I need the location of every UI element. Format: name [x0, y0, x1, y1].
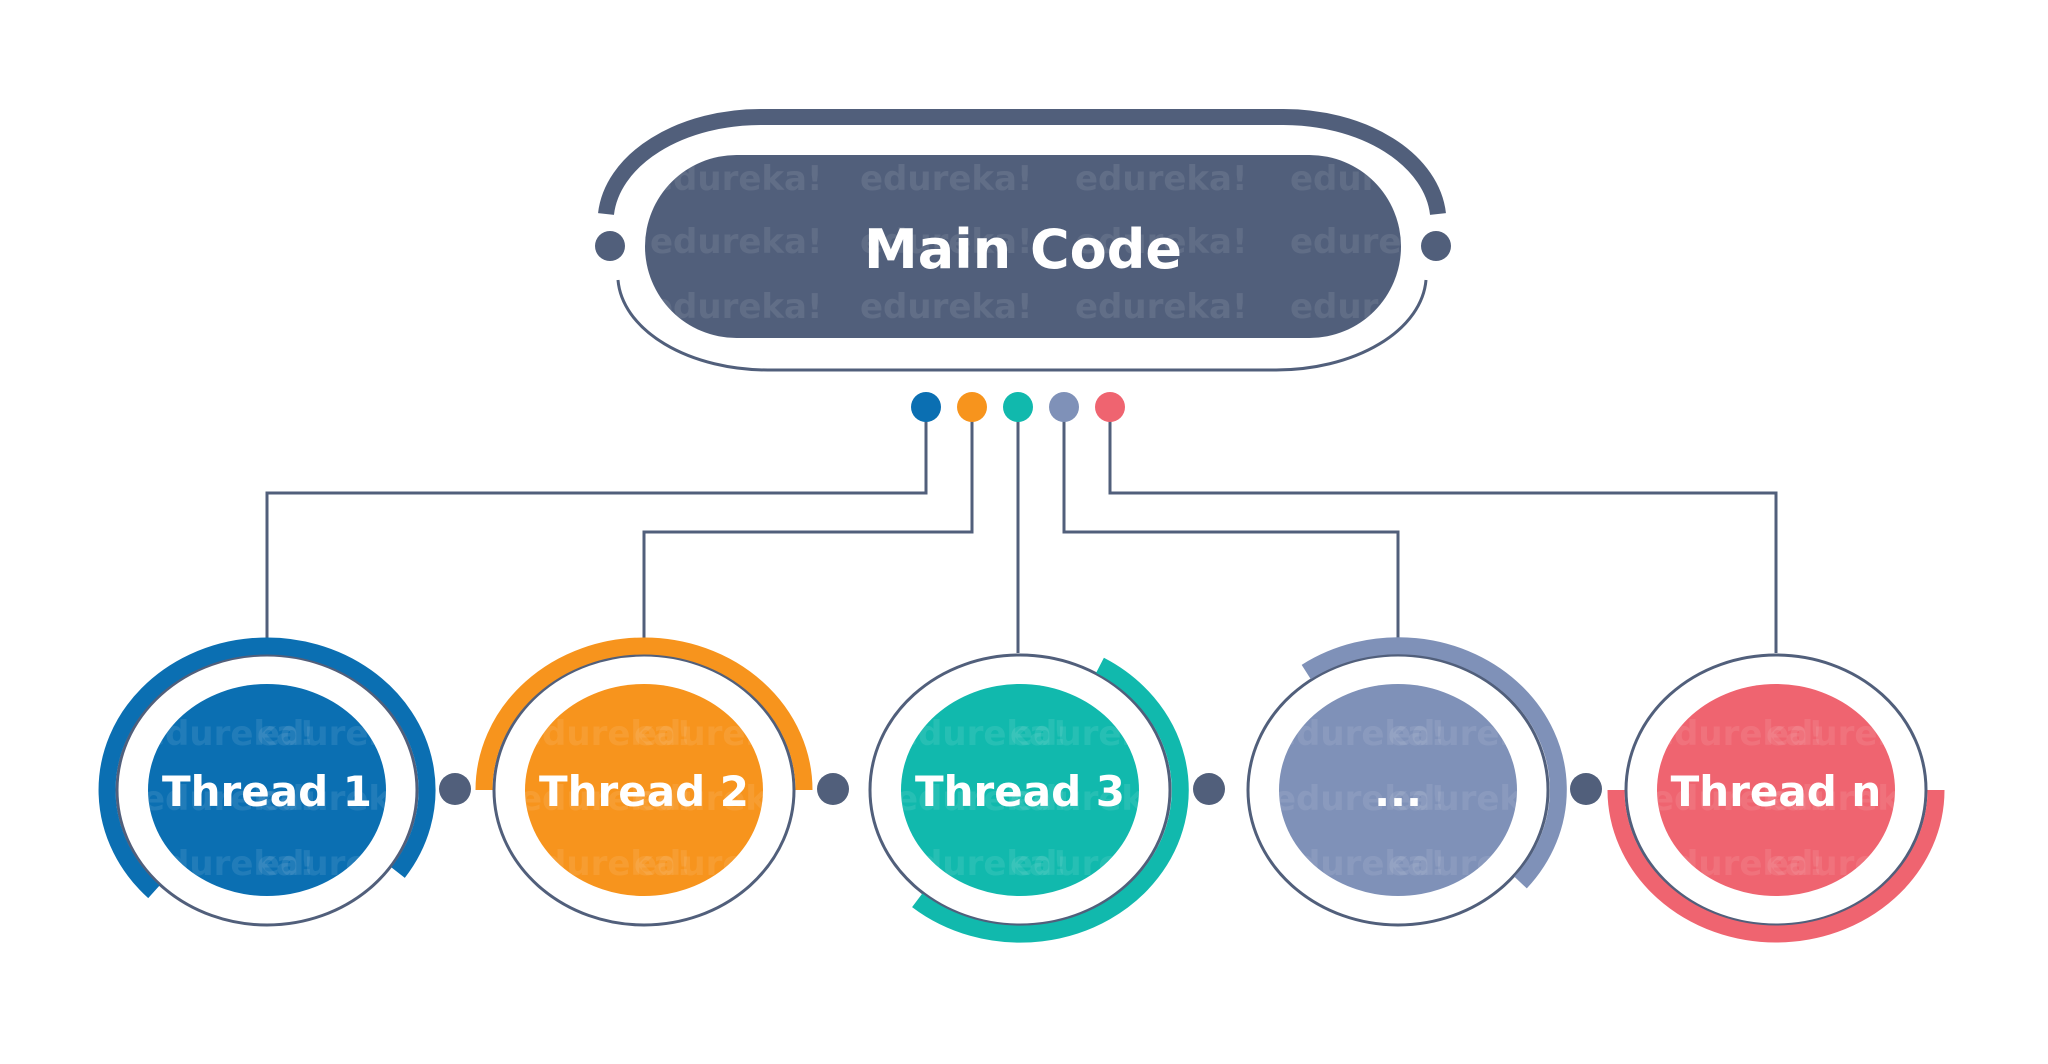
- thread-outer-ring: [868, 653, 1172, 927]
- thread-accent-arc: [475, 637, 813, 791]
- watermark-text: edureka!: [650, 222, 823, 262]
- main-pill: [645, 155, 1401, 338]
- thread-outer-ring: [492, 653, 796, 927]
- main-code-node: edureka! edureka! edureka! edureka! edureka!…: [595, 108, 1463, 372]
- thread-node: edureka!edureka!edureka!edureka!edureka!…: [1607, 653, 1945, 943]
- watermark-text: edureka!: [1388, 779, 1561, 819]
- watermark-text: edureka!: [1075, 222, 1248, 262]
- between-dot: [1570, 773, 1602, 805]
- watermark-text: edureka!: [142, 779, 315, 819]
- thread-label: Thread 2: [539, 767, 749, 816]
- thread-label: ...: [1374, 767, 1422, 816]
- between-dots: [439, 773, 1602, 805]
- main-code-label: Main Code: [864, 218, 1182, 281]
- watermark-text: edureka!: [1651, 779, 1824, 819]
- connector-dot: [1095, 392, 1125, 422]
- thread-disc: [1657, 684, 1895, 896]
- watermark-text: edureka!: [1273, 779, 1446, 819]
- watermark-text: edureka!: [1075, 287, 1248, 327]
- thread-accent-arc: [1301, 637, 1567, 889]
- thread-disc: [901, 684, 1139, 896]
- main-left-dot: [595, 231, 625, 261]
- thread-label: Thread 3: [915, 767, 1125, 816]
- thread-label: Thread n: [1671, 767, 1882, 816]
- watermark-text: edureka!: [1010, 779, 1183, 819]
- thread-node: edureka!edureka!edureka!edureka!edureka!…: [475, 637, 813, 927]
- connector-dot: [1003, 392, 1033, 422]
- thread-outer-ring: [1246, 653, 1550, 927]
- watermark-text: edureka!: [634, 844, 807, 884]
- main-watermark: edureka! edureka! edureka! edureka! edureka!…: [650, 159, 1463, 327]
- connector-dot: [1049, 392, 1079, 422]
- watermark-text: edureka!: [634, 779, 807, 819]
- between-dot: [1193, 773, 1225, 805]
- thread-node: edureka!edureka!edureka!edureka!edureka!…: [98, 637, 436, 927]
- thread-disc: [1279, 684, 1517, 896]
- main-outer-thin-arc: [616, 279, 1428, 372]
- watermark-text: edureka!: [1766, 779, 1939, 819]
- connector-dot: [957, 392, 987, 422]
- watermark-text: edureka!: [860, 222, 1033, 262]
- watermark-text: edureka!: [1075, 159, 1248, 199]
- watermark-text: edureka!: [860, 287, 1033, 327]
- thread-nodes: edureka!edureka!edureka!edureka!edureka!…: [98, 637, 1945, 943]
- main-outer-arc: [598, 108, 1446, 216]
- connector-dot: [911, 392, 941, 422]
- watermark-text: edureka!: [650, 287, 823, 327]
- watermark-text: edureka!: [650, 159, 823, 199]
- connector-line: [642, 407, 974, 653]
- watermark-text: edureka!: [257, 779, 430, 819]
- between-dot: [439, 773, 471, 805]
- watermark-text: edureka!: [895, 779, 1068, 819]
- main-right-dot: [1421, 231, 1451, 261]
- thread-accent-arc: [912, 657, 1189, 943]
- connector-line: [1108, 407, 1778, 653]
- thread-disc: [525, 684, 763, 896]
- watermark-text: edureka!: [1290, 287, 1463, 327]
- connector-line: [265, 407, 928, 653]
- thread-node: edureka!edureka!edureka!edureka!edureka!…: [868, 653, 1189, 943]
- watermark-text: edureka!: [519, 779, 692, 819]
- thread-node: edureka!edureka!edureka!edureka!edureka!…: [1246, 637, 1567, 927]
- between-dot: [817, 773, 849, 805]
- thread-disc: [148, 684, 386, 896]
- connectors: [265, 392, 1778, 653]
- connector-line: [1062, 407, 1400, 653]
- watermark-text: edureka!: [1290, 222, 1463, 262]
- thread-outer-ring: [1624, 653, 1928, 927]
- thread-label: Thread 1: [162, 767, 372, 816]
- watermark-text: edureka!: [860, 159, 1033, 199]
- thread-accent-arc: [1607, 789, 1945, 943]
- thread-accent-arc: [98, 637, 436, 899]
- thread-outer-ring: [115, 653, 419, 927]
